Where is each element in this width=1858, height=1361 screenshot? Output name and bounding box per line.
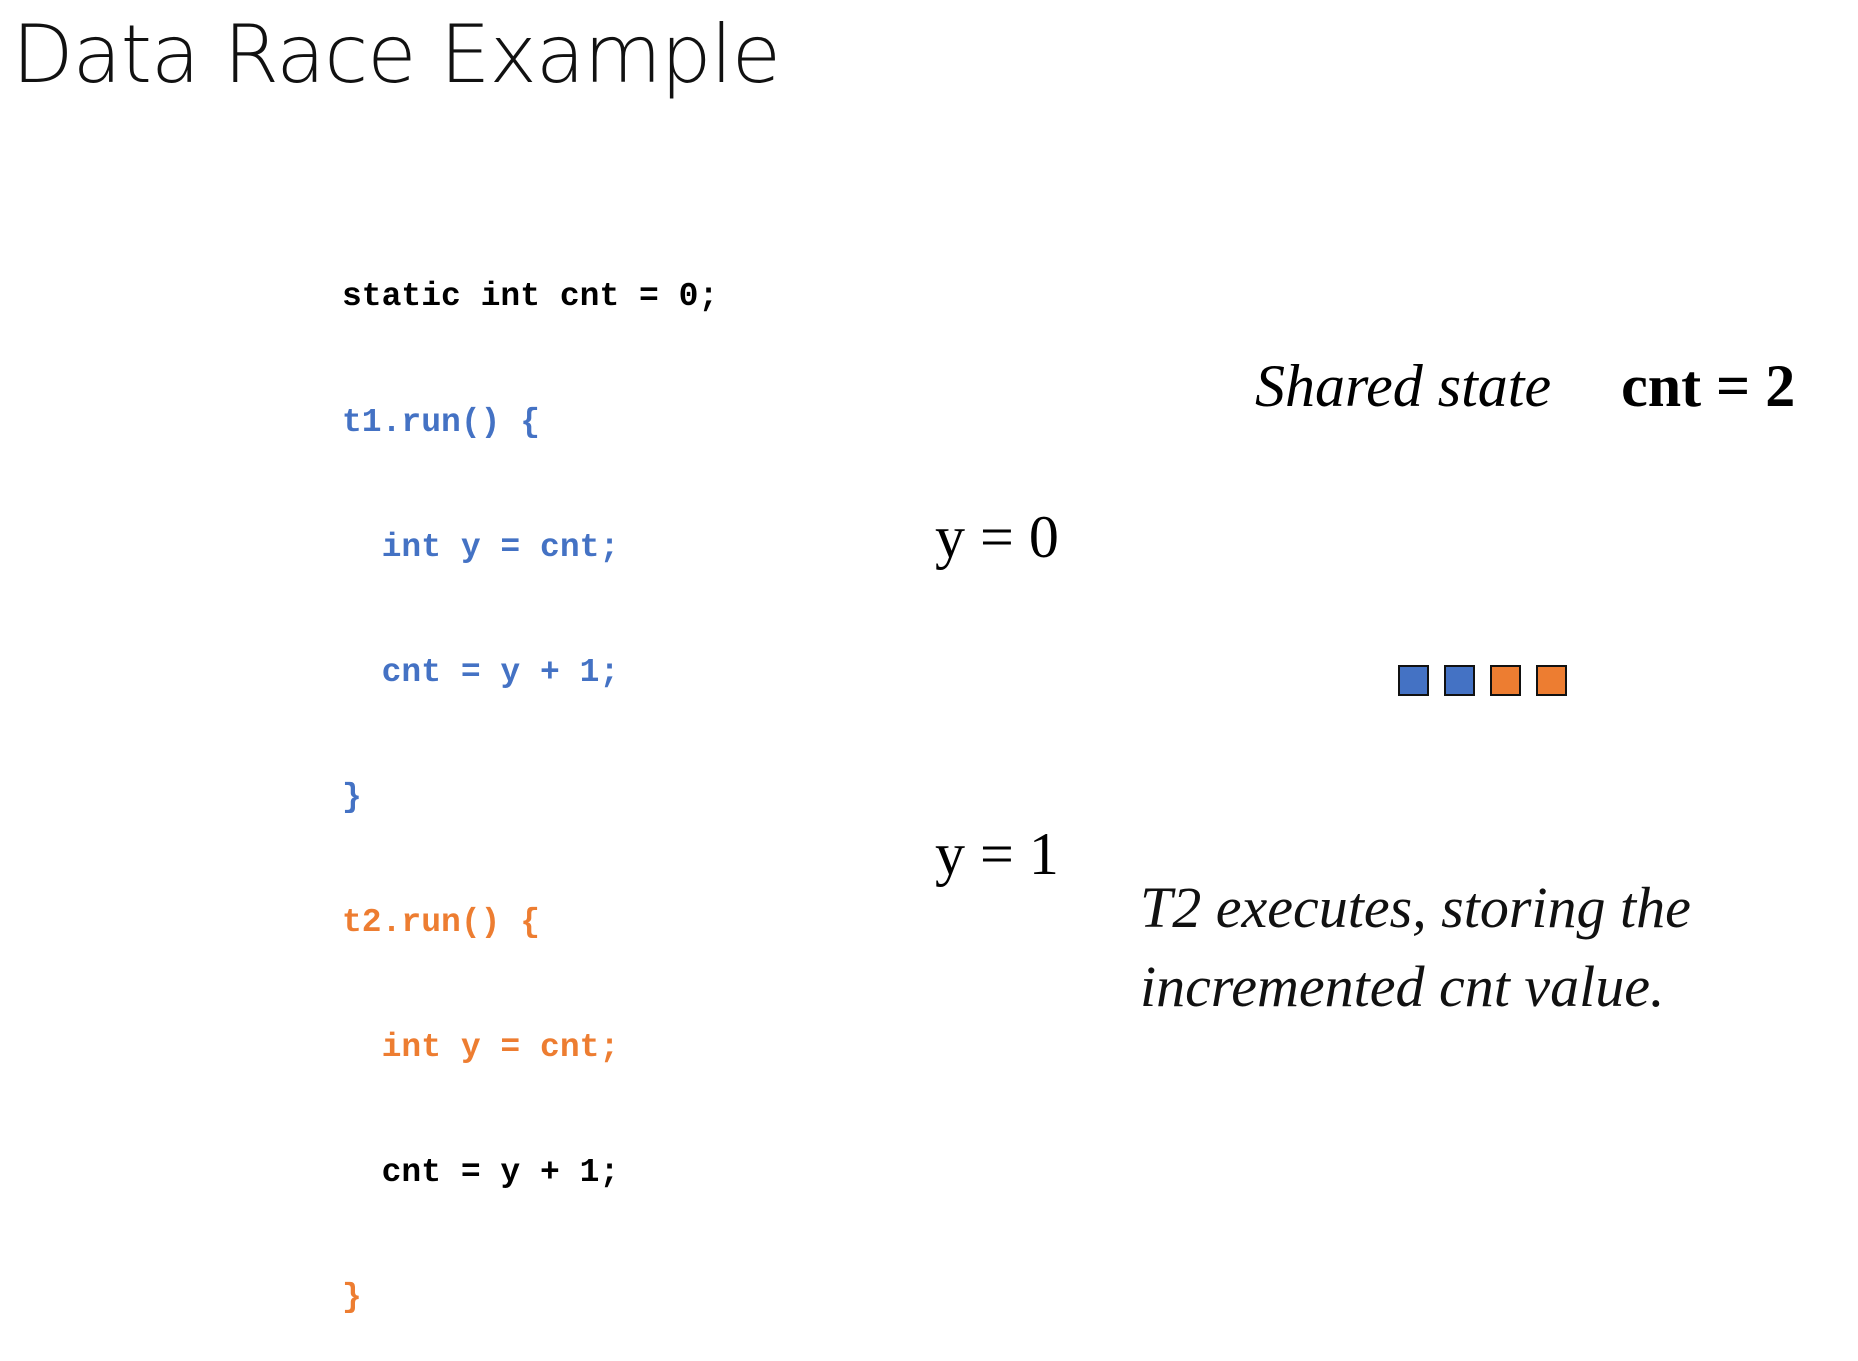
caption-line-2: incremented cnt value.	[1140, 954, 1665, 1019]
square-t1-write	[1444, 665, 1475, 696]
code-line-t1-close: }	[342, 778, 362, 816]
square-t1-read	[1398, 665, 1429, 696]
slide-title: Data Race Example	[12, 8, 781, 101]
shared-state-value: cnt = 2	[1621, 353, 1796, 419]
operation-squares	[1398, 665, 1567, 696]
caption-line-1: T2 executes, storing the	[1140, 875, 1691, 940]
code-line-t2-run: t2.run() {	[342, 903, 541, 941]
caption: T2 executes, storing the incremented cnt…	[1140, 868, 1691, 1026]
code-line-t2-close: }	[342, 1279, 362, 1317]
code-line-declaration: static int cnt = 0;	[342, 278, 719, 316]
code-line-t1-write: cnt = y + 1;	[342, 653, 620, 691]
square-t2-read	[1490, 665, 1521, 696]
code-line-t2-write: cnt = y + 1;	[342, 1154, 620, 1192]
shared-state: Shared state cnt = 2	[1255, 352, 1795, 421]
code-line-t2-read: int y = cnt;	[342, 1028, 620, 1066]
square-t2-write	[1536, 665, 1567, 696]
shared-state-label: Shared state	[1255, 353, 1552, 419]
code-block: static int cnt = 0; t1.run() { int y = c…	[342, 193, 718, 1361]
code-line-t1-run: t1.run() {	[342, 403, 541, 441]
t2-y-value: y = 1	[935, 821, 1059, 887]
code-line-t1-read: int y = cnt;	[342, 528, 620, 566]
t1-y-value: y = 0	[935, 504, 1059, 570]
